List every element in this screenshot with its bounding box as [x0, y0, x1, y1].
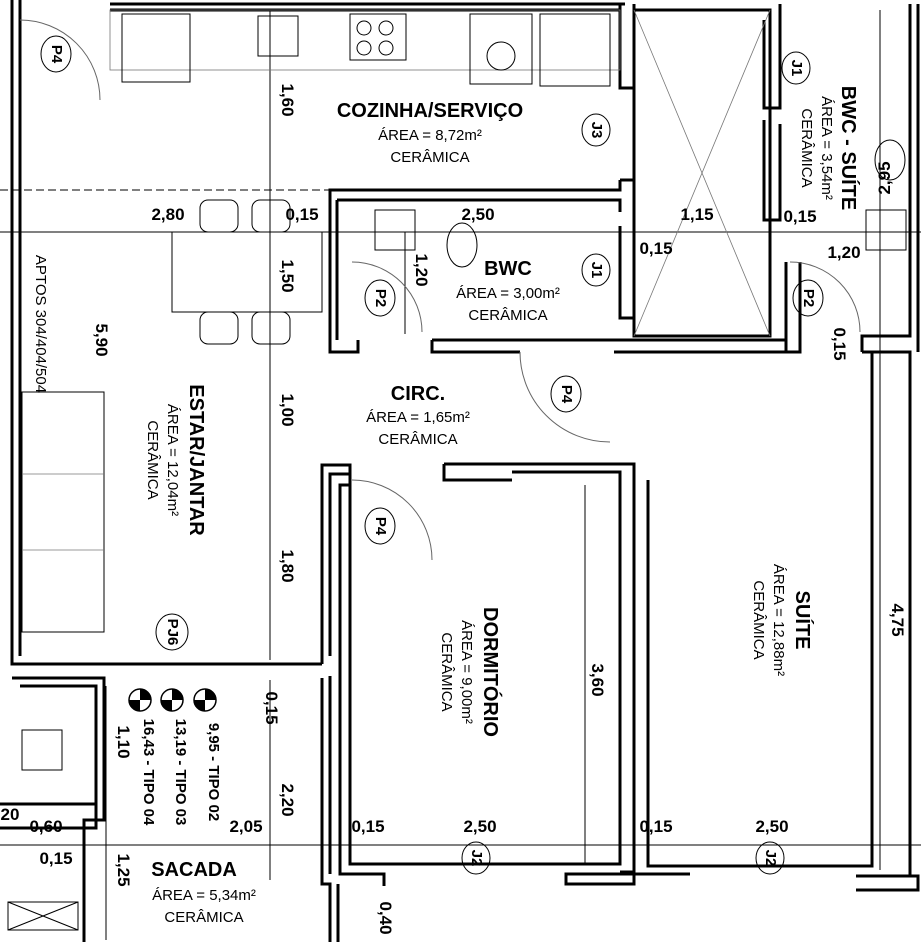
tag-pj6: PJ6	[164, 619, 181, 646]
dim-0-15-b: 0,15	[783, 207, 816, 226]
dim-0-15-g: 0,15	[639, 817, 672, 836]
circ-area: ÁREA = 1,65m²	[366, 409, 470, 426]
tag-j1-suite: J1	[788, 60, 805, 77]
circ-name: CIRC.	[391, 383, 445, 405]
bwc-suite-finish: CERÂMICA	[798, 108, 815, 187]
dim-0-15-e: 0,15	[262, 691, 281, 724]
door-swings	[19, 19, 861, 561]
dormitorio-area: ÁREA = 9,00m²	[458, 620, 475, 724]
tag-j2-dorm: J2	[468, 850, 485, 867]
kitchen-finish: CERÂMICA	[390, 149, 469, 166]
sacada-area: ÁREA = 5,34m²	[152, 887, 256, 904]
dim-1-20-bwc: 1,20	[412, 253, 431, 286]
dimension-lines	[0, 10, 921, 940]
dim-1-50: 1,50	[278, 259, 297, 292]
dim-0-60: 0,60	[29, 817, 62, 836]
suite-name: SUÍTE	[791, 591, 814, 650]
dining-table	[171, 199, 323, 345]
dim-2-20: 2,20	[278, 783, 297, 816]
sacada-name: SACADA	[151, 859, 237, 881]
bwc-suite-name: BWC - SUÍTE	[837, 86, 860, 210]
bwc-finish: CERÂMICA	[468, 307, 547, 324]
tag-p2-bwc: P2	[372, 289, 389, 307]
bwc-area: ÁREA = 3,00m²	[456, 285, 560, 302]
sacada-finish: CERÂMICA	[164, 909, 243, 926]
suite-finish: CERÂMICA	[750, 580, 767, 659]
dim-1-60: 1,60	[278, 83, 297, 116]
dim-5-90: 5,90	[92, 323, 111, 356]
dim-3-60: 3,60	[588, 663, 607, 696]
dim-1-10: 1,10	[114, 725, 133, 758]
dim-0-15-d: 0,15	[830, 327, 849, 360]
dim-0-40: 0,40	[376, 901, 395, 934]
tag-j2-suite: J2	[762, 850, 779, 867]
kitchen-fixtures	[109, 9, 621, 87]
dim-4-75: 4,75	[888, 603, 907, 636]
dim-1-15: 1,15	[680, 205, 713, 224]
bwc-name: BWC	[484, 258, 532, 280]
level-tipo-04: 16,43 - TIPO 04	[140, 719, 157, 826]
dormitorio-name: DORMITÓRIO	[479, 607, 503, 737]
living-name: ESTAR/JANTAR	[185, 384, 207, 536]
dim-1-20-suite: 1,20	[827, 243, 860, 262]
tag-j3: J3	[588, 122, 605, 139]
tag-p4-kitchen: P4	[48, 45, 65, 64]
tag-p4-circ: P4	[558, 385, 575, 404]
tag-p4-dorm: P4	[372, 517, 389, 536]
bwc-suite-area: ÁREA = 3,54m²	[818, 96, 835, 200]
dim-0-15-h: 0,15	[39, 849, 72, 868]
dim-1-00: 1,00	[278, 393, 297, 426]
dimension-labels: 1,60 2,80 0,15 2,50 1,15 0,15 0,15 1,20 …	[1, 83, 907, 934]
dim-20: 20	[1, 805, 20, 824]
dim-2-50-suite: 2,50	[755, 817, 788, 836]
level-tipo-02: 9,95 - TIPO 02	[205, 723, 222, 821]
level-markers	[128, 688, 217, 712]
kitchen-name: COZINHA/SERVIÇO	[337, 100, 523, 122]
dim-2-50-dorm: 2,50	[463, 817, 496, 836]
apartments-note: APTOS 304/404/504	[32, 255, 49, 393]
tag-j1-bwc: J1	[588, 262, 605, 279]
dim-2-95: 2,95	[875, 161, 894, 194]
living-area: ÁREA = 12,04m²	[164, 404, 181, 516]
dormitorio-finish: CERÂMICA	[438, 632, 455, 711]
circ-finish: CERÂMICA	[378, 431, 457, 448]
sofa	[21, 391, 105, 633]
tags: P4 P2 P4 P4 P2 PJ6 J3 J1 J1 J2 J2	[40, 35, 824, 875]
tag-p2-suite: P2	[800, 289, 817, 307]
dim-0-15-f: 0,15	[351, 817, 384, 836]
kitchen-area: ÁREA = 8,72m²	[378, 127, 482, 144]
suite-area: ÁREA = 12,88m²	[770, 564, 787, 676]
dim-1-25: 1,25	[114, 853, 133, 886]
bathroom-fixtures	[7, 9, 907, 931]
living-finish: CERÂMICA	[144, 420, 161, 499]
dim-0-15-a: 0,15	[285, 205, 318, 224]
level-labels: 16,43 - TIPO 04 13,19 - TIPO 03 9,95 - T…	[140, 719, 222, 826]
dim-2-80: 2,80	[151, 205, 184, 224]
level-tipo-03: 13,19 - TIPO 03	[172, 719, 189, 826]
dim-1-80: 1,80	[278, 549, 297, 582]
dim-0-15-c: 0,15	[639, 239, 672, 258]
dim-2-05: 2,05	[229, 817, 262, 836]
dim-2-50-bwc: 2,50	[461, 205, 494, 224]
